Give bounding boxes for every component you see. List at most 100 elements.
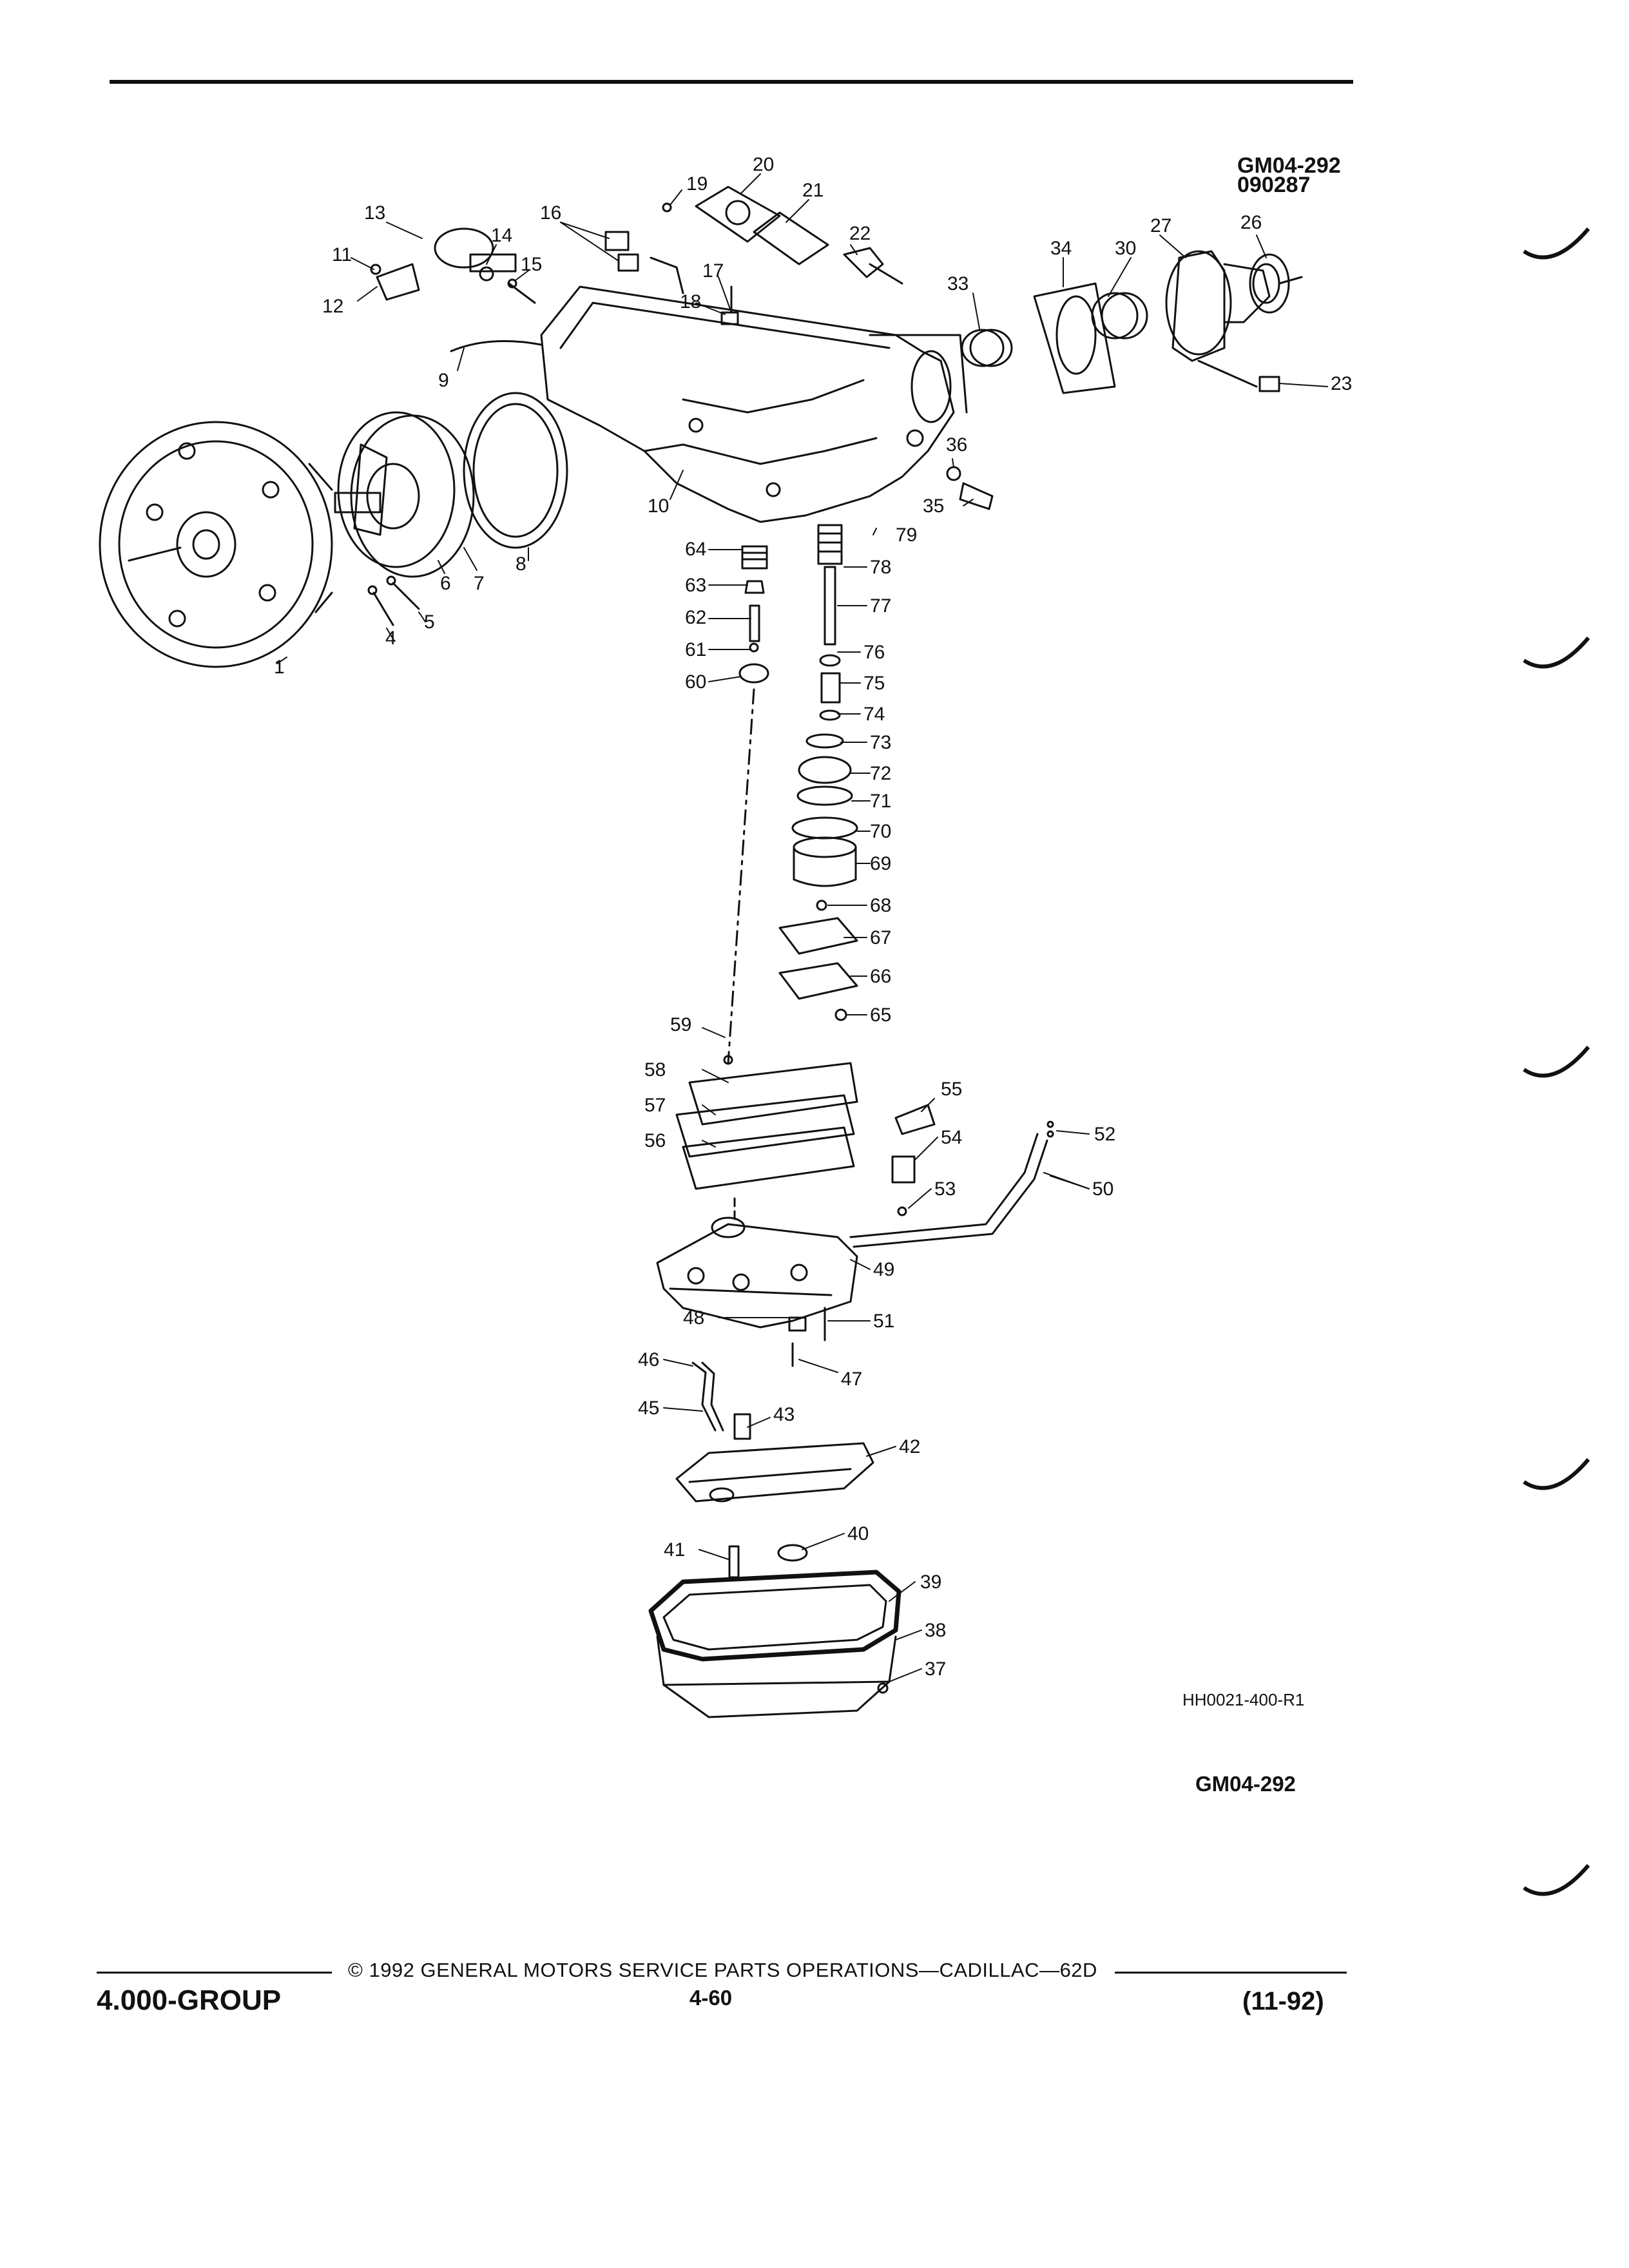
callout-39: 39: [920, 1571, 941, 1593]
callout-42: 42: [899, 1436, 920, 1457]
callout-23: 23: [1331, 373, 1352, 394]
callout-8: 8: [516, 553, 526, 575]
leader-lines: [277, 174, 1327, 1682]
valve-body: [657, 1218, 857, 1366]
callout-64: 64: [685, 539, 706, 560]
callout-70: 70: [870, 821, 891, 842]
footer-rule-left: [97, 1972, 332, 1974]
oil-pan-assembly: [651, 1545, 899, 1717]
binding-mark: [1521, 1450, 1592, 1501]
callout-35: 35: [923, 495, 944, 517]
callout-73: 73: [870, 732, 891, 753]
callout-40: 40: [847, 1523, 869, 1544]
footer-date: (11-92): [1242, 1987, 1324, 2015]
callout-47: 47: [841, 1369, 862, 1390]
top-rule: [110, 80, 1353, 84]
callout-61: 61: [685, 639, 706, 660]
separator-plates: [677, 1056, 857, 1224]
callout-46: 46: [638, 1349, 659, 1370]
callout-20: 20: [753, 154, 774, 175]
accumulator-left: [728, 546, 768, 1063]
callout-52: 52: [1094, 1124, 1115, 1145]
callout-11: 11: [332, 244, 352, 265]
callout-78: 78: [870, 557, 891, 578]
callout-38: 38: [925, 1620, 946, 1641]
callout-49: 49: [873, 1259, 894, 1280]
oil-pump-assembly: [335, 412, 474, 577]
footer-page-number: 4-60: [689, 1986, 733, 2010]
callout-13: 13: [364, 202, 385, 224]
callout-74: 74: [863, 704, 885, 725]
extension-housing-parts: [962, 251, 1302, 393]
callout-37: 37: [925, 1658, 946, 1680]
callout-65: 65: [870, 1004, 891, 1026]
callout-67: 67: [870, 927, 891, 948]
servo-stack: [780, 525, 857, 1020]
callout-58: 58: [644, 1059, 666, 1081]
callout-19: 19: [686, 173, 708, 195]
callout-27: 27: [1150, 215, 1171, 236]
speed-sensor-parts: [663, 187, 902, 324]
callout-6: 6: [440, 573, 451, 594]
callout-79: 79: [896, 524, 917, 546]
callout-41: 41: [664, 1539, 685, 1561]
callout-69: 69: [870, 853, 891, 874]
governor-parts: [371, 229, 683, 351]
callout-72: 72: [870, 763, 891, 784]
footer-rule-right: [1115, 1972, 1347, 1974]
callout-1: 1: [274, 657, 285, 678]
callout-22: 22: [849, 223, 871, 244]
callout-15: 15: [521, 254, 542, 275]
callout-57: 57: [644, 1095, 666, 1116]
callout-5: 5: [424, 611, 435, 633]
callout-60: 60: [685, 671, 706, 693]
pump-gasket: [464, 393, 567, 548]
callout-9: 9: [438, 370, 449, 391]
callout-14: 14: [491, 225, 512, 246]
torque-converter: [100, 422, 332, 667]
callout-45: 45: [638, 1398, 659, 1419]
case-sensor: [947, 467, 992, 509]
callout-77: 77: [870, 595, 891, 617]
callout-21: 21: [802, 180, 824, 201]
binding-mark: [1521, 219, 1592, 271]
figure-code: GM04-292: [1195, 1772, 1296, 1796]
filter-assembly: [677, 1363, 873, 1501]
callout-59: 59: [670, 1014, 691, 1035]
callout-55: 55: [941, 1079, 962, 1100]
callout-33: 33: [947, 273, 969, 294]
callout-43: 43: [773, 1404, 795, 1425]
callout-62: 62: [685, 607, 706, 628]
callout-36: 36: [946, 434, 967, 456]
callout-7: 7: [474, 573, 485, 594]
callout-34: 34: [1050, 238, 1072, 259]
binding-mark: [1521, 628, 1592, 680]
callout-71: 71: [870, 791, 891, 812]
callout-4: 4: [385, 628, 396, 649]
callout-63: 63: [685, 575, 706, 596]
callout-51: 51: [873, 1311, 894, 1332]
callout-16: 16: [540, 202, 561, 224]
solenoid-and-lines: [851, 1105, 1053, 1247]
figure-reference: HH0021-400-R1: [1182, 1690, 1304, 1709]
callout-76: 76: [863, 642, 885, 663]
callout-26: 26: [1240, 212, 1262, 233]
callout-54: 54: [941, 1127, 962, 1148]
callout-10: 10: [648, 495, 669, 517]
callout-12: 12: [322, 296, 343, 317]
callout-66: 66: [870, 966, 891, 987]
callout-17: 17: [702, 260, 724, 282]
callout-68: 68: [870, 895, 891, 916]
binding-mark: [1521, 1856, 1592, 1907]
callout-53: 53: [934, 1178, 956, 1200]
callout-56: 56: [644, 1130, 666, 1151]
callout-30: 30: [1115, 238, 1136, 259]
pump-bolts: [369, 577, 419, 625]
binding-mark: [1521, 1037, 1592, 1089]
header-date-code: 090287: [1237, 173, 1310, 197]
callout-75: 75: [863, 673, 885, 694]
callout-18: 18: [680, 291, 701, 312]
